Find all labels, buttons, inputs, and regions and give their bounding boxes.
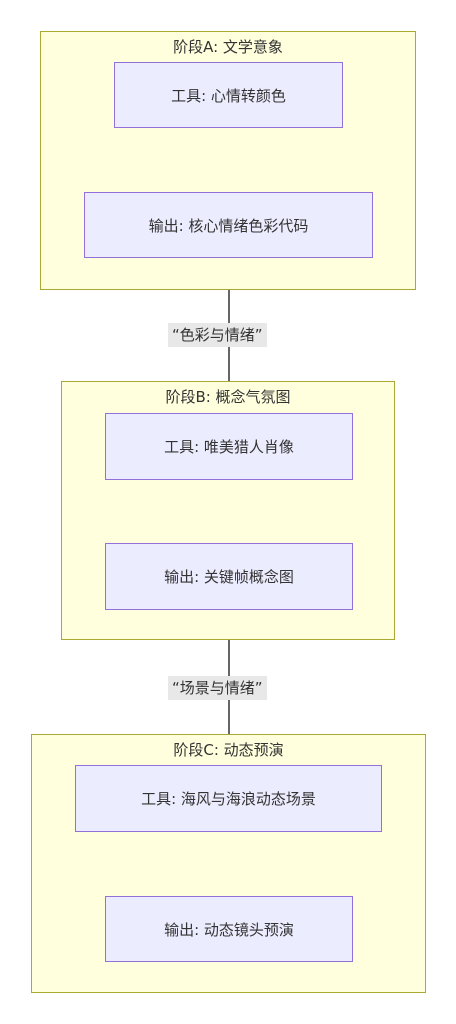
stage-b-title: 阶段B: 概念气氛图 [165, 388, 291, 406]
stage-b-output-node[interactable]: 输出: 关键帧概念图 [105, 543, 353, 610]
stage-c-output-node[interactable]: 输出: 动态镜头预演 [105, 896, 353, 962]
stage-a-tool-node[interactable]: 工具: 心情转颜色 [114, 62, 343, 128]
edge-label-color-emotion: “色彩与情绪” [168, 323, 267, 347]
stage-b-tool-node[interactable]: 工具: 唯美猎人肖像 [105, 413, 353, 480]
edge-label-scene-emotion: “场景与情绪” [168, 676, 267, 700]
stage-c-tool-node[interactable]: 工具: 海风与海浪动态场景 [75, 765, 382, 832]
stage-c-title: 阶段C: 动态预演 [173, 741, 284, 759]
stage-a-output-node[interactable]: 输出: 核心情绪色彩代码 [84, 192, 373, 258]
stage-a-title: 阶段A: 文学意象 [173, 38, 283, 56]
